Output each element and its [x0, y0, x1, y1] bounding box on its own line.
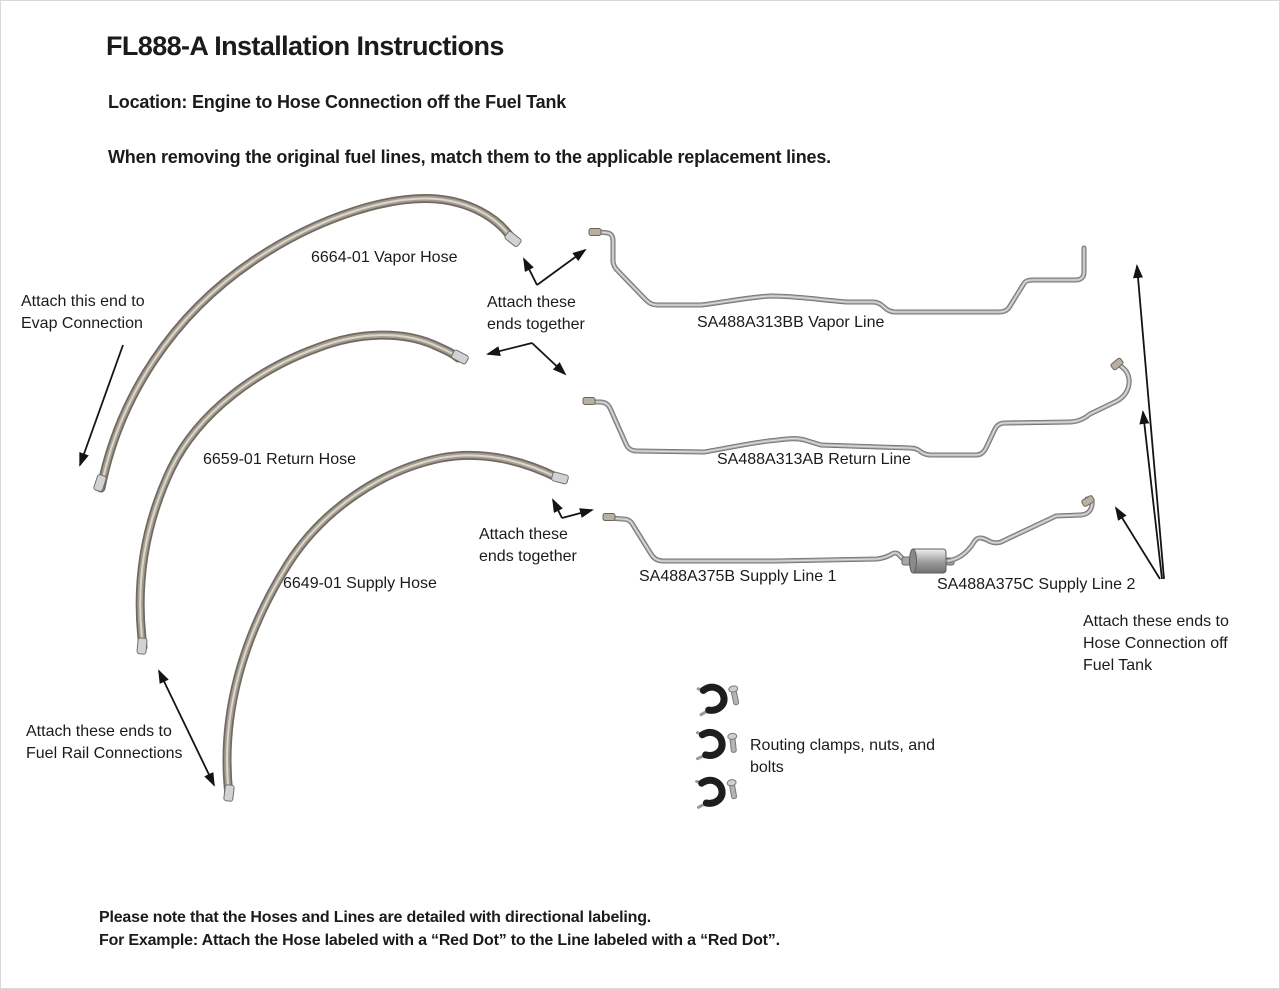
arrow-fuel-rail-up: [158, 669, 188, 730]
supply-line-1-graphic: [602, 513, 904, 562]
clamp-icon: [698, 685, 741, 715]
hose-fitting: [136, 637, 148, 655]
line-fitting: [588, 228, 602, 236]
annotation-ends-together-top: Attach these ends together: [487, 294, 585, 333]
annotation-fuel-tank: Attach these ends to Hose Connection off…: [1083, 613, 1229, 674]
annotation-routing-clamps: Routing clamps, nuts, and bolts: [750, 737, 935, 776]
arrow-together-mid-right: [531, 342, 567, 376]
clamp-icon: [697, 779, 740, 807]
arrow-tank-to-supply-line: [1114, 506, 1161, 580]
instruction-text: When removing the original fuel lines, m…: [108, 147, 831, 167]
line-fitting: [602, 513, 616, 521]
footer-note-1: Please note that the Hoses and Lines are…: [99, 909, 652, 926]
return-line-graphic: [582, 357, 1129, 455]
hose-fitting: [93, 474, 107, 492]
hose-fitting: [223, 784, 235, 802]
return-hose-graphic: [136, 335, 469, 655]
line-fitting: [1081, 495, 1095, 507]
label-vapor-line: SA488A313BB Vapor Line: [697, 314, 885, 331]
annotation-evap-connection: Attach this end to Evap Connection: [21, 293, 145, 332]
location-heading: Location: Engine to Hose Connection off …: [108, 92, 567, 112]
arrow-fuel-rail-down: [186, 728, 215, 787]
routing-clamps-graphic: [697, 685, 742, 808]
annotation-fuel-rail: Attach these ends to Fuel Rail Connectio…: [26, 723, 183, 762]
vapor-hose-graphic: [93, 199, 522, 492]
annotation-arrows: [79, 248, 1165, 787]
label-supply-hose: 6649-01 Supply Hose: [283, 575, 437, 592]
supply-hose-graphic: [223, 455, 569, 802]
label-return-line: SA488A313AB Return Line: [717, 451, 911, 468]
arrow-together-mid-left: [486, 342, 533, 356]
fuel-filter-graphic: [901, 548, 955, 574]
annotation-ends-together-bottom: Attach these ends together: [479, 526, 577, 565]
arrow-tank-to-return-line: [1139, 410, 1163, 580]
arrow-together-bottom-right: [561, 508, 594, 519]
label-supply-line-2: SA488A375C Supply Line 2: [937, 576, 1136, 593]
vapor-line-graphic: [588, 228, 1084, 313]
supply-line-2-graphic: [948, 495, 1095, 561]
clamp-icon: [697, 732, 740, 760]
hose-fitting: [451, 349, 469, 365]
arrow-together-top-left: [523, 257, 538, 286]
arrow-evap-end: [79, 344, 124, 467]
hose-fitting: [504, 231, 522, 247]
footer-note-2: For Example: Attach the Hose labeled wit…: [99, 932, 780, 949]
arrow-tank-to-vapor-line: [1133, 264, 1165, 580]
label-supply-line-1: SA488A375B Supply Line 1: [639, 568, 837, 585]
arrow-together-top-right: [536, 248, 587, 286]
line-fitting: [1110, 357, 1124, 371]
line-fitting: [582, 397, 596, 405]
label-return-hose: 6659-01 Return Hose: [203, 451, 356, 468]
label-vapor-hose: 6664-01 Vapor Hose: [311, 249, 458, 266]
arrow-together-bottom-left: [552, 498, 563, 519]
page-title: FL888-A Installation Instructions: [106, 31, 504, 61]
hose-fitting: [551, 471, 569, 485]
